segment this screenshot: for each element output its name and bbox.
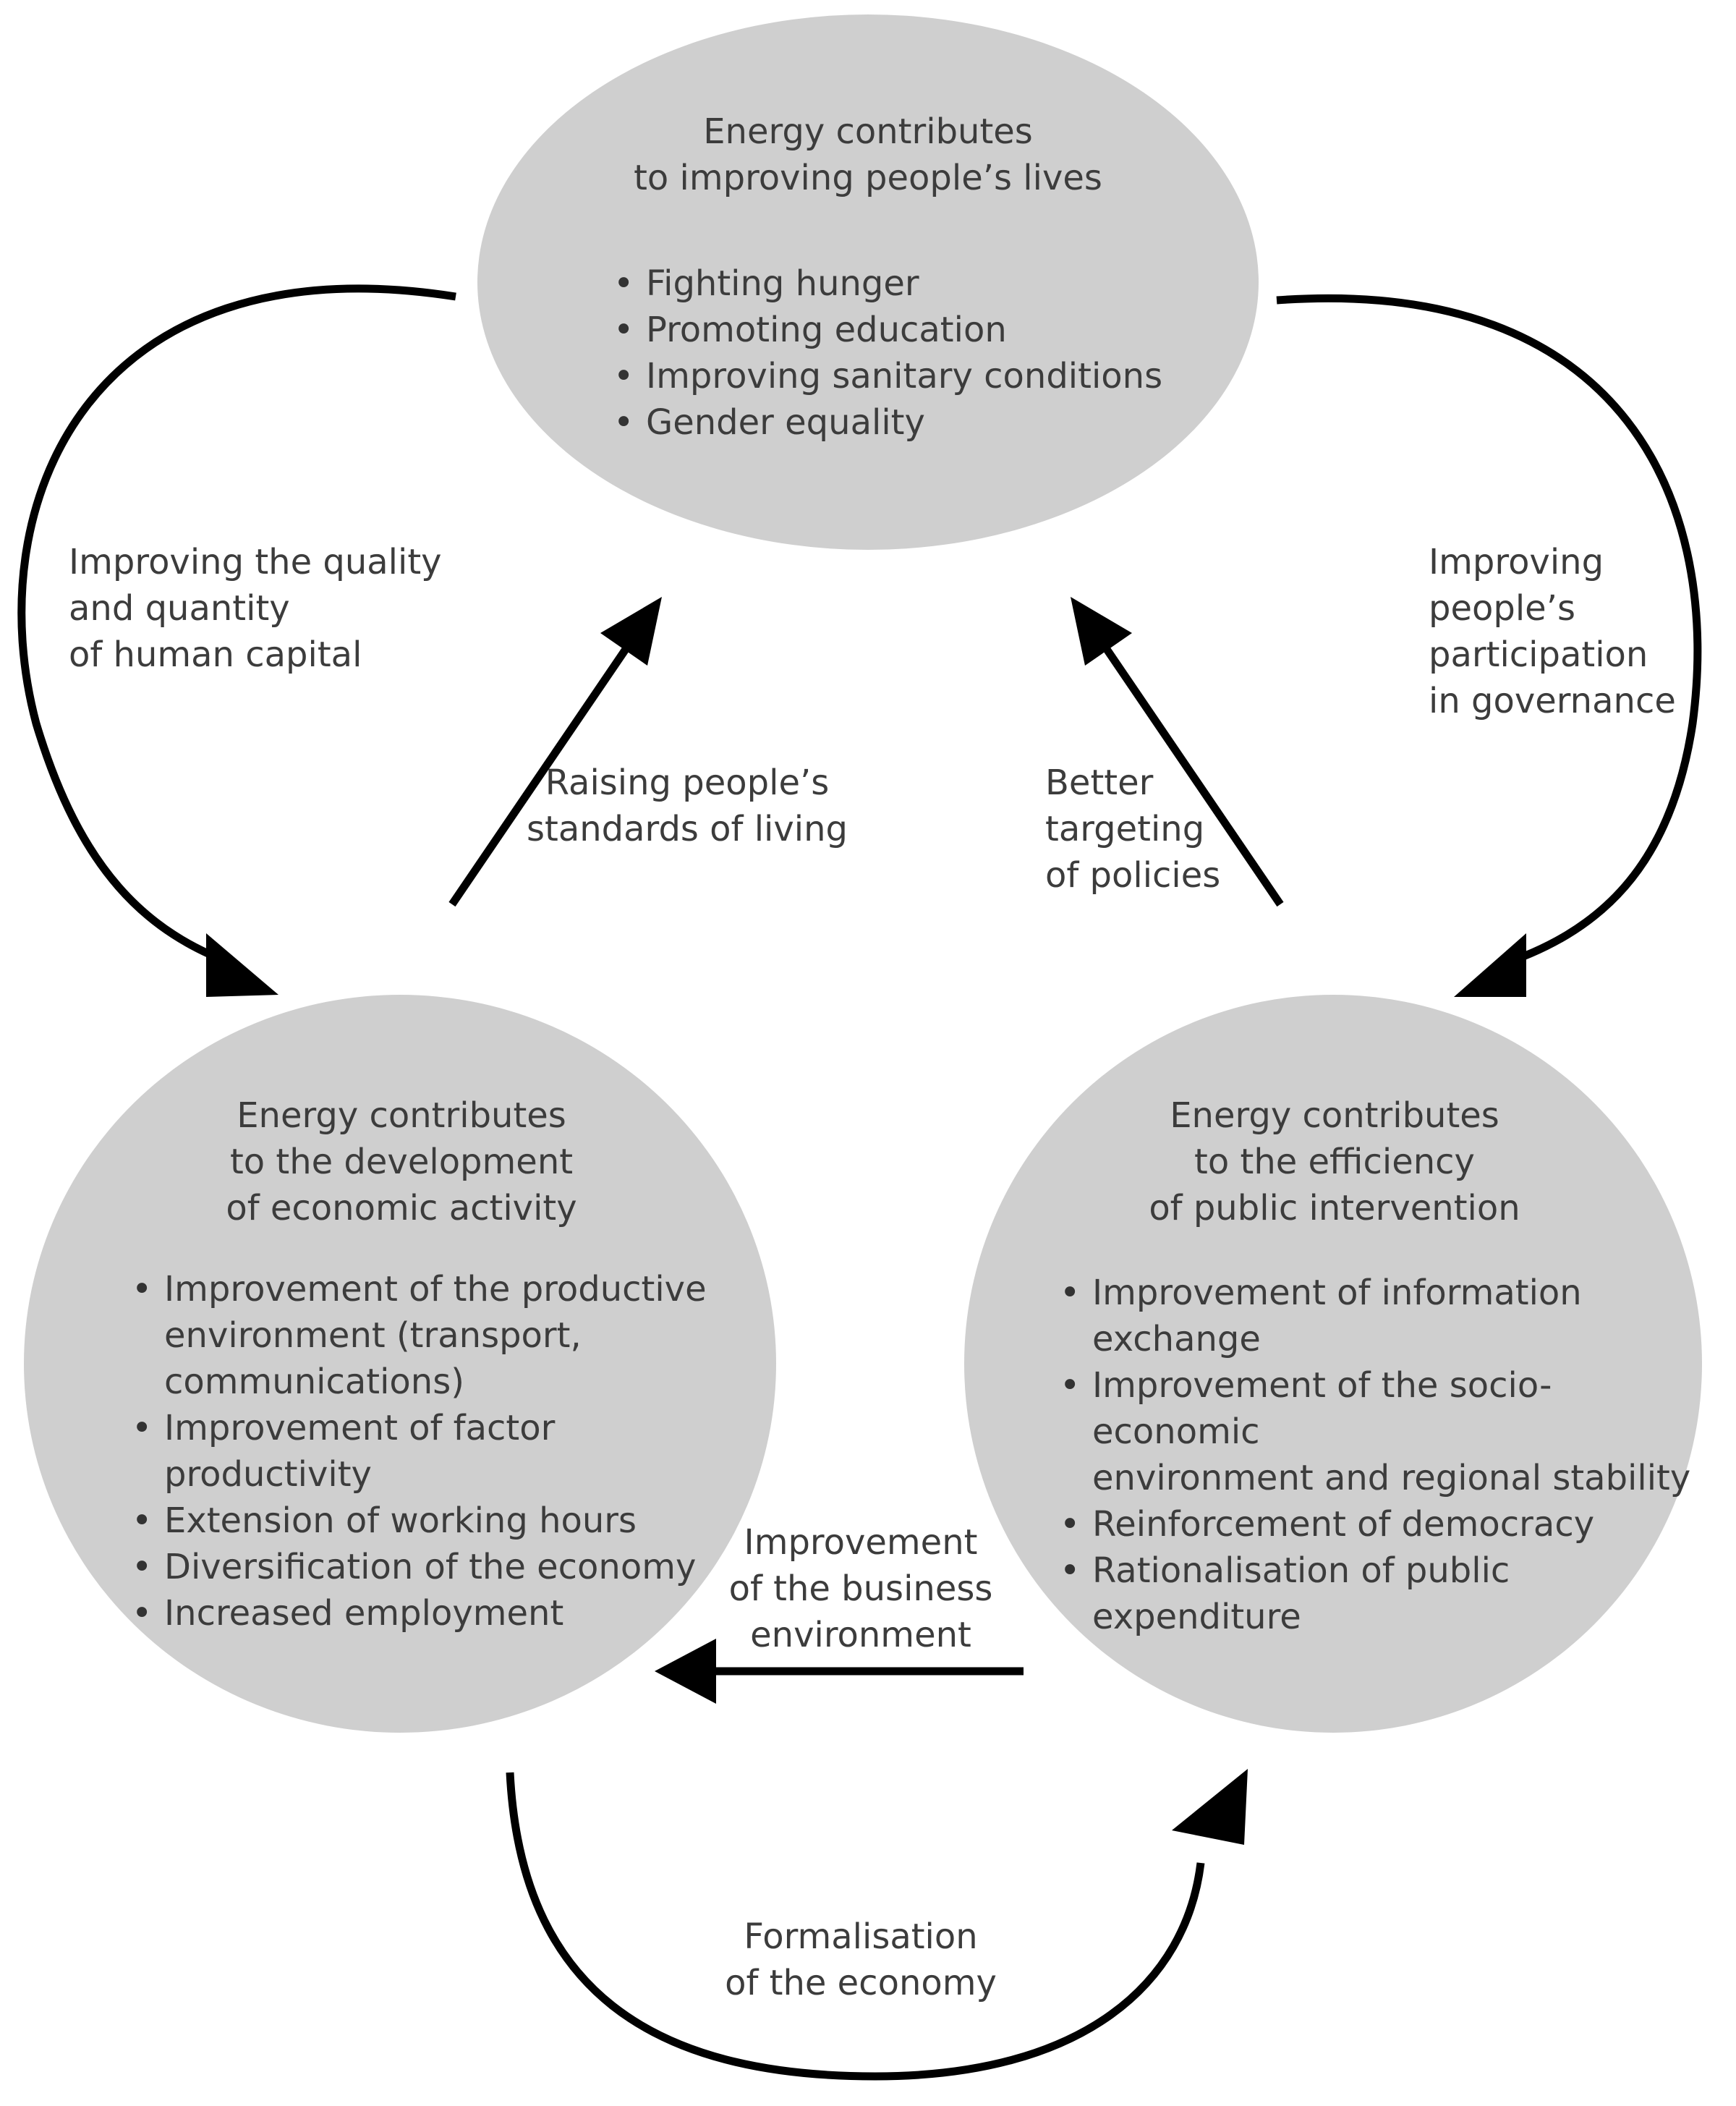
list-item: Reinforcement of democracy	[1060, 1501, 1711, 1547]
node-people-lives-list: Fighting hunger Promoting education Impr…	[613, 260, 1178, 446]
edge-label-living-standards: Raising people’s standards of living	[527, 763, 848, 849]
list-item: Promoting education	[613, 307, 1178, 353]
arrow-head-business	[655, 1639, 716, 1704]
node-economic-activity-title: Energy contributes to the development of…	[226, 1095, 577, 1228]
node-public-intervention-list: Improvement of information exchange Impr…	[1060, 1270, 1711, 1640]
node-public-intervention-title: Energy contributes to the efficiency of …	[1149, 1095, 1520, 1228]
arrow-head-formalisation	[1172, 1769, 1248, 1845]
list-item: Increased employment	[132, 1590, 768, 1636]
list-item: Improvement of factor productivity	[132, 1405, 768, 1498]
list-item: Improvement of the socio-economic enviro…	[1060, 1362, 1711, 1501]
edge-label-human-capital: Improving the quality and quantity of hu…	[69, 542, 442, 675]
list-item: Fighting hunger	[613, 260, 1178, 307]
arrow-policies	[1099, 641, 1284, 907]
edge-label-policies: Better targeting of policies	[1045, 763, 1221, 896]
arrow-head-living-standards	[600, 597, 662, 666]
list-item: Improvement of the productive environmen…	[132, 1266, 768, 1405]
arrow-living-standards	[448, 641, 633, 907]
arrow-governance	[1276, 294, 1702, 970]
edge-label-formalisation: Formalisation of the economy	[725, 1916, 997, 2003]
node-people-lives-title: Energy contributes to improving people’s…	[634, 111, 1102, 198]
list-item: Improvement of information exchange	[1060, 1270, 1711, 1362]
node-economic-activity-list: Improvement of the productive environmen…	[132, 1266, 768, 1636]
list-item: Extension of working hours	[132, 1498, 768, 1544]
arrow-head-governance	[1454, 933, 1526, 997]
list-item: Diversification of the economy	[132, 1544, 768, 1590]
list-item: Improving sanitary conditions	[613, 353, 1178, 399]
arrow-head-human-capital	[206, 933, 278, 997]
list-item: Gender equality	[613, 399, 1178, 446]
list-item: Rationalisation of public expenditure	[1060, 1547, 1711, 1640]
edge-label-governance: Improving people’s participation in gove…	[1429, 542, 1676, 721]
arrow-head-policies	[1071, 597, 1132, 666]
edge-label-business: Improvement of the business environment	[728, 1522, 993, 1655]
arrow-human-capital	[17, 284, 456, 970]
arrow-formalisation	[506, 1772, 1205, 2081]
